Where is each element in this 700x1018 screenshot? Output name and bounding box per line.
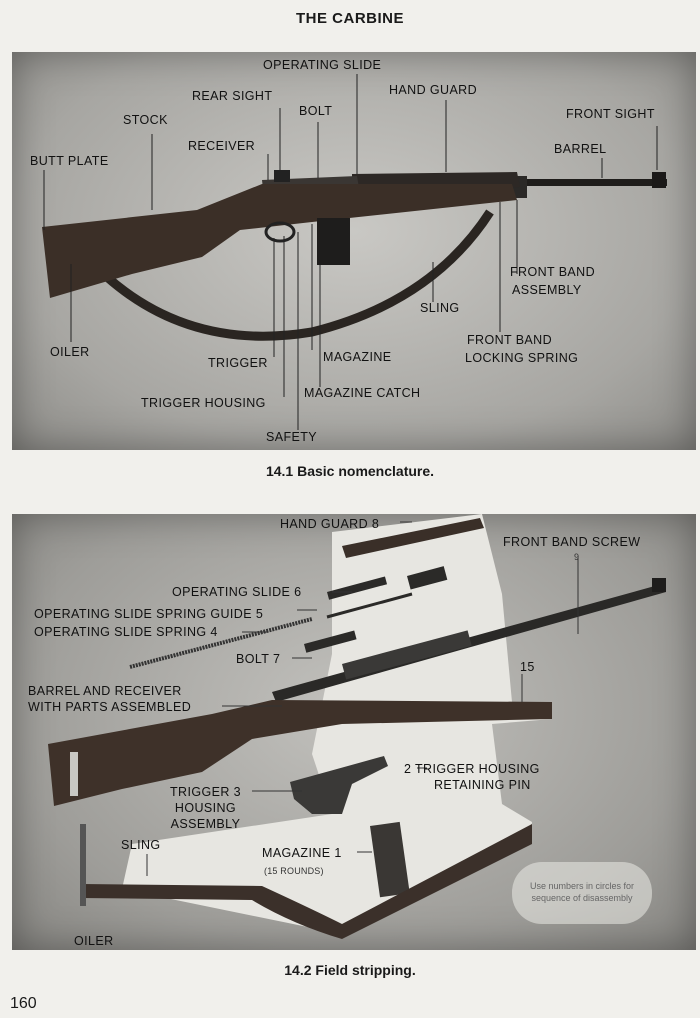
label-magazine-rounds: (15 ROUNDS) — [264, 866, 324, 876]
step-number-6: 6 — [294, 585, 302, 599]
step-number-4: 4 — [210, 625, 218, 639]
label-magazine: MAGAZINE — [323, 350, 392, 364]
label-operating-slide: OPERATING SLIDE 6 — [172, 585, 302, 599]
stock-shape — [42, 184, 517, 298]
step-number-2: 2 — [404, 762, 412, 776]
step-number-7: 7 — [272, 652, 281, 666]
page-number: 160 — [10, 995, 37, 1012]
label-oiler: OILER — [50, 345, 90, 359]
label-front-band-assembly: FRONT BAND ASSEMBLY — [510, 265, 596, 297]
front-sight-shape — [652, 172, 666, 188]
figure1-caption: 14.1 Basic nomenclature. — [265, 463, 435, 479]
label-operating-slide-spring: OPERATING SLIDE SPRING 4 — [34, 625, 218, 639]
operating-slide-shape — [327, 576, 388, 600]
trigger-guard-shape — [264, 221, 296, 243]
page-header: THE CARBINE — [295, 10, 404, 27]
step-number-8: 8 — [371, 517, 380, 531]
label-bolt: BOLT 7 — [236, 652, 281, 666]
label-sling: SLING — [121, 838, 161, 852]
label-hand-guard: HAND GUARD — [389, 83, 478, 97]
label-trigger-housing: TRIGGER HOUSING — [141, 396, 266, 410]
trigger-housing-shape — [290, 756, 388, 814]
label-front-band-screw: FRONT BAND SCREW — [503, 535, 641, 549]
label-bolt: BOLT — [299, 104, 333, 118]
step-number-5: 5 — [255, 607, 264, 621]
label-hand-guard: HAND GUARD 8 — [280, 517, 380, 531]
spring-shape — [129, 617, 313, 669]
disassembly-note: Use numbers in circles for sequence of d… — [512, 862, 652, 924]
label-rear-sight: REAR SIGHT — [192, 89, 273, 103]
label-safety: SAFETY — [266, 430, 318, 444]
figure2-caption: 14.2 Field stripping. — [284, 962, 416, 978]
field-stripping-illustration — [48, 514, 666, 939]
stock-shape — [48, 700, 552, 806]
label-magazine: MAGAZINE 1 — [262, 846, 342, 860]
label-operating-slide-spring-guide: OPERATING SLIDE SPRING GUIDE 5 — [34, 607, 264, 621]
figure-basic-nomenclature: OPERATING SLIDE REAR SIGHT HAND GUARD BO… — [12, 52, 696, 450]
label-trigger: TRIGGER — [208, 356, 268, 370]
label-trigger-housing-assembly: TRIGGER 3 HOUSING ASSEMBLY — [170, 785, 241, 831]
magazine-shape — [317, 218, 350, 265]
step-number-3: 3 — [233, 785, 241, 799]
label-trigger-housing-retaining-pin: 2 TRIGGER HOUSING RETAINING PIN — [404, 762, 540, 792]
stock-sling-slot-shape — [70, 752, 78, 796]
dimension-label: 15 — [520, 660, 535, 674]
spring-guide-shape — [326, 592, 413, 619]
front-sight-shape — [652, 578, 666, 592]
step-number-1: 1 — [334, 846, 342, 860]
receiver-body-shape — [342, 630, 472, 680]
magazine-shape — [370, 821, 410, 898]
rear-sight-shape — [274, 170, 290, 182]
label-oiler: OILER — [74, 934, 114, 948]
label-front-band-locking-spring: FRONT BAND LOCKING SPRING — [465, 333, 579, 365]
label-sling: SLING — [420, 301, 460, 315]
label-barrel: BARREL — [554, 142, 607, 156]
step-number-9: 9 — [574, 552, 580, 562]
operating-slide-head-shape — [406, 566, 448, 590]
bolt-shape — [304, 630, 357, 653]
label-front-sight: FRONT SIGHT — [566, 107, 655, 121]
oiler-shape — [80, 824, 86, 906]
label-operating-slide: OPERATING SLIDE — [263, 58, 382, 72]
label-magazine-catch: MAGAZINE CATCH — [304, 386, 421, 400]
label-stock: STOCK — [123, 113, 168, 127]
label-butt-plate: BUTT PLATE — [30, 154, 109, 168]
barrel-shape — [517, 179, 667, 186]
label-barrel-and-receiver: BARREL AND RECEIVER WITH PARTS ASSEMBLED — [28, 684, 192, 714]
hand-guard-shape — [342, 518, 484, 558]
carbine-illustration — [42, 74, 667, 430]
figure-field-stripping: HAND GUARD 8 FRONT BAND SCREW 9 OPERATIN… — [12, 514, 696, 950]
sling-shape — [82, 824, 532, 939]
label-receiver: RECEIVER — [188, 139, 256, 153]
